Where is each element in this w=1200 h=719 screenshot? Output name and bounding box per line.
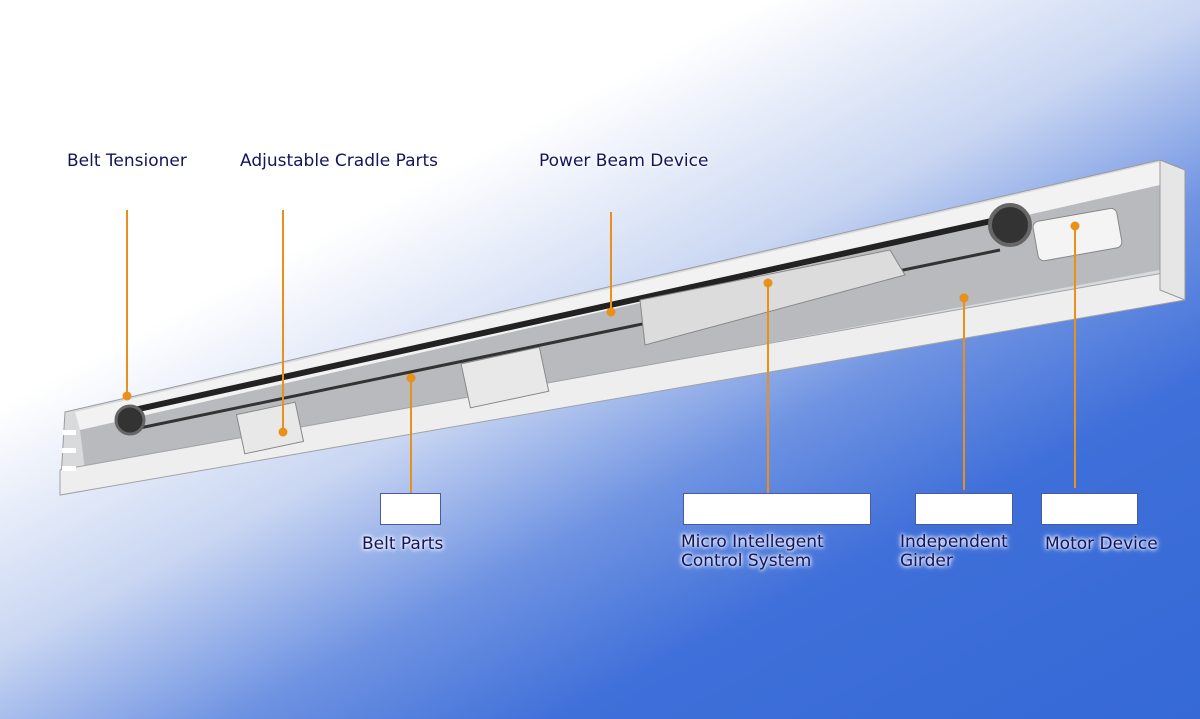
label-adjustable-cradle: Adjustable Cradle Parts — [240, 151, 439, 171]
girder-box — [915, 493, 1013, 525]
label-micro-control: Micro Intellegent Control System — [681, 533, 824, 571]
label-girder-line2: Girder — [900, 551, 953, 571]
label-micro-control-line2: Control System — [681, 551, 812, 571]
label-girder-line1: Independent — [900, 532, 1008, 552]
motor-pulley — [988, 203, 1032, 247]
cradle-1 — [235, 401, 305, 455]
label-motor: Motor Device — [1045, 534, 1158, 554]
belt-parts-box — [380, 493, 441, 525]
micro-control-box — [683, 493, 871, 525]
label-girder: Independent Girder — [900, 533, 1008, 571]
motor-box — [1041, 493, 1138, 525]
control-unit — [639, 249, 906, 346]
label-power-beam: Power Beam Device — [539, 151, 709, 171]
belt — [124, 215, 1006, 415]
label-micro-control-line1: Micro Intellegent — [681, 532, 824, 552]
label-belt-tensioner: Belt Tensioner — [67, 151, 187, 171]
tensioner-pulley — [114, 404, 146, 436]
motor — [1032, 207, 1123, 262]
beam-end-plate — [1159, 159, 1186, 301]
cradle-2 — [460, 346, 550, 409]
label-belt-parts: Belt Parts — [362, 534, 444, 554]
leader-lines — [122, 210, 1080, 493]
end-slots — [62, 430, 76, 471]
